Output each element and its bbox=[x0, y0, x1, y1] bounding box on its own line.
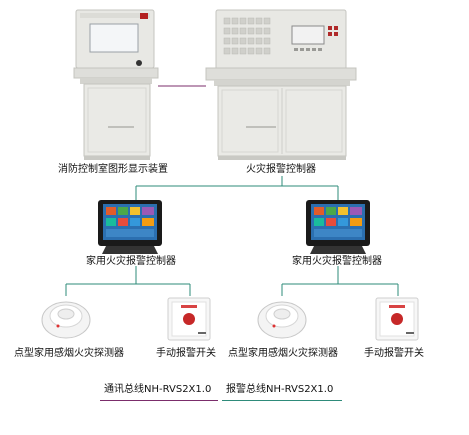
fire-alarm-controller-cabinet bbox=[205, 9, 357, 160]
home-controller-left bbox=[98, 200, 162, 254]
manual-switch-left-label: 手动报警开关 bbox=[156, 348, 216, 359]
manual-switch-left-icon bbox=[167, 297, 211, 341]
smoke-detector-left-icon bbox=[41, 301, 91, 339]
legend-alarm-bus-swatch bbox=[222, 400, 342, 401]
graphic-display-label: 消防控制室图形显示装置 bbox=[58, 164, 168, 175]
smoke-detector-right-label: 点型家用感烟火灾探测器 bbox=[228, 348, 338, 359]
home-controller-right bbox=[306, 200, 370, 254]
legend-comm-bus: 通讯总线NH-RVS2X1.0 bbox=[104, 384, 212, 395]
power-indicator-icon bbox=[140, 13, 148, 19]
manual-switch-right-label: 手动报警开关 bbox=[364, 348, 424, 359]
key-lock-icon bbox=[136, 60, 142, 66]
controller-screen bbox=[291, 25, 325, 45]
smoke-detector-right-icon bbox=[257, 301, 307, 339]
home-controller-right-label: 家用火灾报警控制器 bbox=[292, 256, 382, 267]
alarm-bus-lines bbox=[65, 176, 399, 296]
legend-comm-bus-swatch bbox=[100, 400, 218, 401]
legend-alarm-bus: 报警总线NH-RVS2X1.0 bbox=[226, 384, 334, 395]
manual-switch-right-icon bbox=[375, 297, 419, 341]
smoke-detector-left-label: 点型家用感烟火灾探测器 bbox=[14, 348, 124, 359]
graphic-display-cabinet bbox=[73, 9, 159, 160]
home-controller-left-label: 家用火灾报警控制器 bbox=[86, 256, 176, 267]
main-controller-label: 火灾报警控制器 bbox=[246, 164, 316, 175]
